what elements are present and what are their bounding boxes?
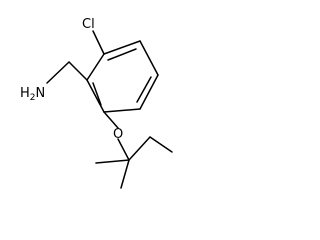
ring-double-bond-b	[136, 76, 152, 103]
bond-ethyl-methyl	[149, 136, 173, 153]
ring-double-bond-c	[92, 82, 102, 106]
bond-cq-methyl-a	[95, 159, 130, 164]
bond-ring-o	[103, 111, 119, 129]
ring-bond-6	[86, 53, 105, 81]
amine-n: N	[36, 86, 46, 101]
ring-bond-4	[103, 108, 141, 113]
chlorine-label: Cl	[82, 17, 95, 32]
amine-subscript: 2	[30, 93, 36, 103]
ring-bond-5	[86, 79, 105, 113]
bond-cq-ethyl	[128, 136, 151, 161]
bond-ring-ch2	[68, 61, 88, 81]
amine-label: H2N	[20, 86, 45, 103]
ring-bond-3	[139, 74, 159, 110]
ring-bond-2	[139, 40, 159, 76]
bond-o-cq	[117, 138, 130, 161]
ring-bond-1	[103, 40, 141, 55]
bond-cq-methyl-b	[120, 159, 130, 189]
molecule-canvas: Cl H2N O	[0, 0, 175, 219]
structure-drawing: Cl H2N O	[20, 17, 173, 189]
amine-h: H	[20, 86, 30, 101]
bond-ch2-n	[46, 61, 70, 84]
bond-c-cl	[92, 30, 105, 55]
oxygen-label: O	[113, 127, 123, 142]
ring-double-bond-a	[107, 48, 137, 61]
benzene-ring	[86, 40, 159, 113]
